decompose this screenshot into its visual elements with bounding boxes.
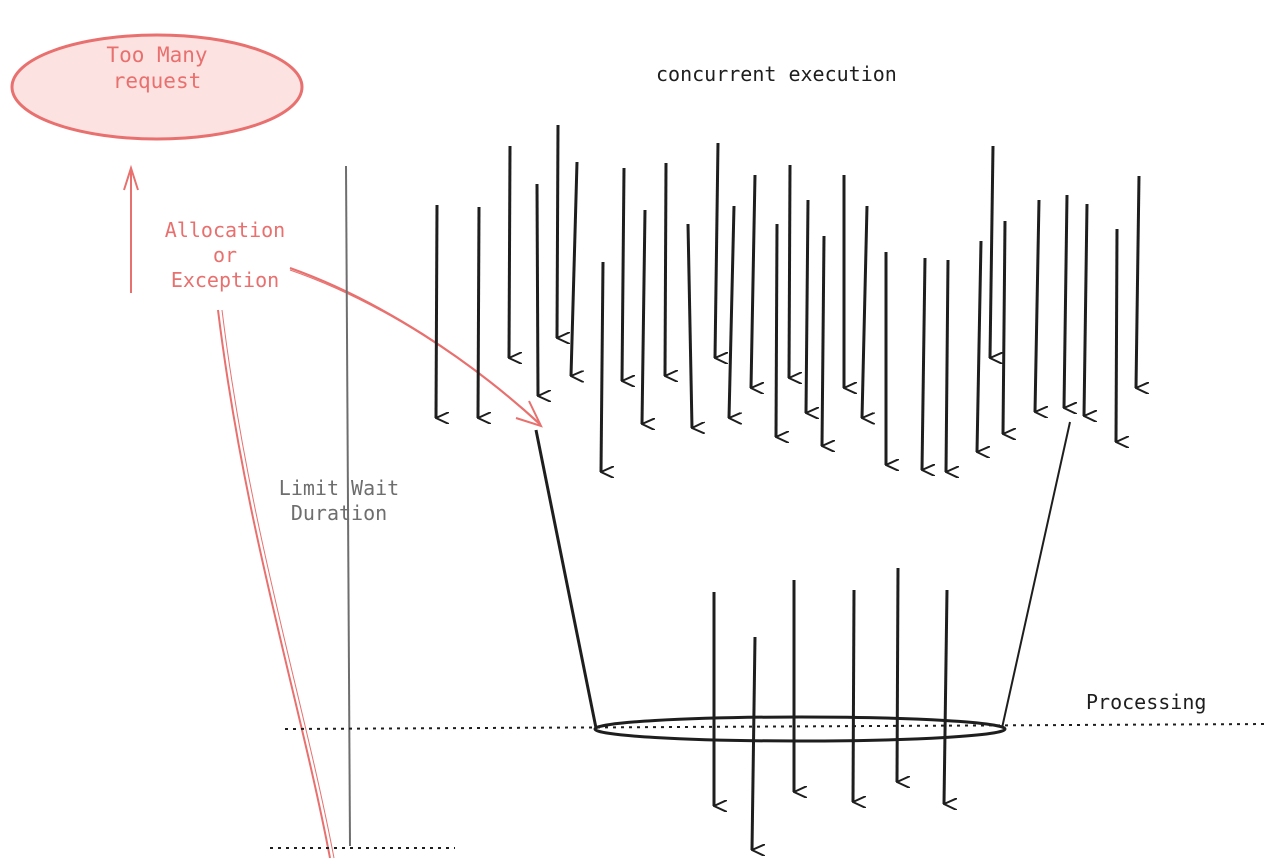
- too-many-line-1: Too Many: [106, 43, 208, 67]
- concurrent-arrow-30: [1114, 228, 1117, 442]
- funnel: [534, 421, 1071, 743]
- too-many-request-ellipse: [10, 33, 304, 141]
- allocation-line-3: Exception: [170, 268, 280, 292]
- red-up-arrow: [123, 164, 139, 293]
- concurrent-arrow-5: [555, 124, 558, 338]
- concurrent-arrow-14: [749, 174, 755, 388]
- concurrent-arrow-2: [476, 206, 479, 418]
- limit-wait-line: [345, 165, 351, 847]
- concurrent-arrow-11: [686, 223, 692, 428]
- concurrent-arrow-6: [569, 161, 577, 376]
- concurrent-arrow-7: [599, 261, 603, 472]
- concurrent-execution-label: concurrent execution: [656, 62, 897, 86]
- too-many-request-label: Too Many request: [12, 42, 302, 95]
- allocation-label: Allocation or Exception: [150, 218, 300, 293]
- allocation-line-1: Allocation: [164, 218, 286, 242]
- concurrent-arrow-17: [804, 199, 808, 413]
- limit-wait-label: Limit Wait Duration: [264, 476, 414, 526]
- processing-arrow-2: [750, 636, 755, 850]
- processing-arrow-5: [895, 567, 898, 782]
- concurrent-arrow-1: [434, 204, 437, 418]
- concurrent-arrow-18: [820, 235, 824, 446]
- processing-arrows: [712, 567, 947, 850]
- allocation-line-2: or: [212, 243, 238, 267]
- limit-wait-line-1: Limit Wait: [278, 476, 400, 500]
- concurrent-arrow-16: [787, 164, 790, 378]
- too-many-line-2: request: [112, 69, 202, 94]
- concurrent-arrow-3: [507, 145, 510, 358]
- concurrent-arrow-26: [1001, 220, 1005, 434]
- concurrent-arrow-20: [860, 205, 867, 418]
- concurrent-arrow-25: [988, 145, 993, 358]
- concurrent-arrow-28: [1062, 194, 1067, 408]
- concurrent-arrow-10: [663, 162, 666, 376]
- concurrent-arrow-15: [774, 223, 777, 437]
- concurrent-arrow-12: [713, 142, 718, 358]
- limit-wait-line-2: Duration: [290, 501, 388, 525]
- processing-arrow-6: [942, 589, 947, 804]
- concurrent-arrow-13: [727, 205, 734, 418]
- red-arrow-to-funnel: [289, 267, 543, 428]
- concurrent-arrow-27: [1033, 199, 1039, 412]
- concurrent-arrow-9: [640, 209, 645, 424]
- concurrent-arrow-23: [944, 259, 948, 472]
- processing-dotted-line: [284, 723, 1269, 730]
- red-descending-line: [217, 309, 335, 859]
- concurrent-arrow-8: [620, 167, 624, 381]
- concurrent-arrow-22: [920, 257, 925, 470]
- concurrent-arrow-4: [535, 183, 538, 396]
- concurrent-arrow-31: [1134, 175, 1139, 388]
- concurrent-arrow-24: [975, 240, 981, 452]
- concurrent-arrow-29: [1082, 203, 1087, 416]
- processing-arrow-4: [851, 589, 854, 802]
- processing-label: Processing: [1086, 690, 1207, 714]
- concurrent-arrows: [434, 124, 1139, 472]
